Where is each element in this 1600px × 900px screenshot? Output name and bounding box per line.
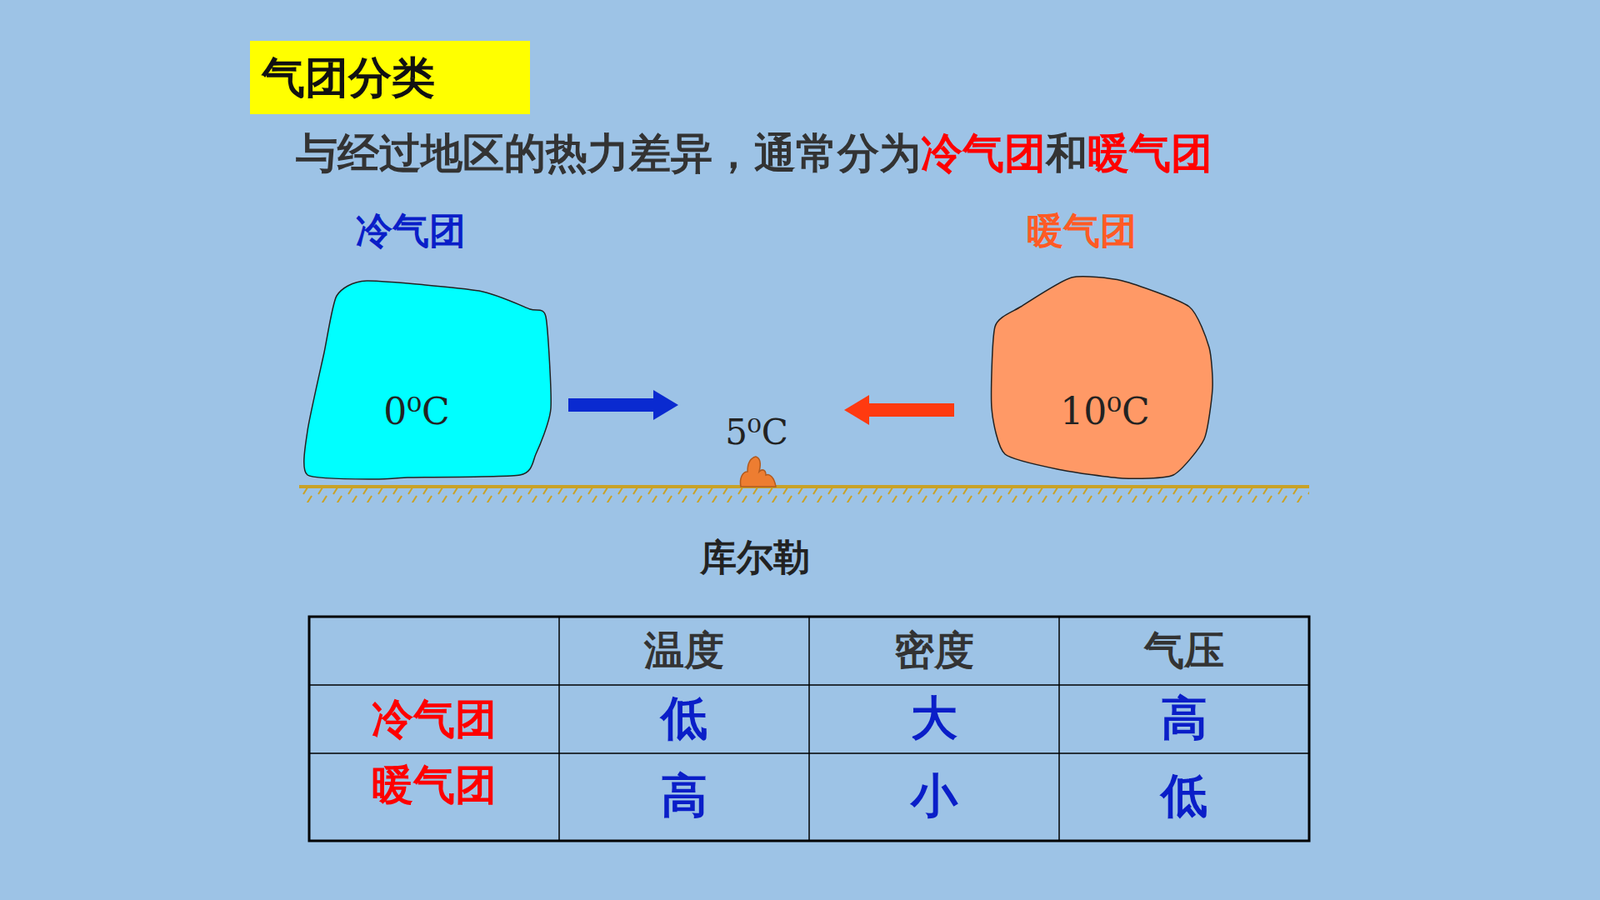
- subtitle-line: 与经过地区的热力差异，通常分为冷气团和暖气团: [295, 125, 1213, 182]
- table-col-line: [558, 616, 560, 841]
- shape-outline: [305, 277, 551, 480]
- table-col-line: [808, 616, 810, 841]
- ground-hatching: [299, 487, 1310, 503]
- subtitle-text: 冷气团: [920, 125, 1046, 182]
- air-mass-heading: 暖气团: [1026, 206, 1137, 256]
- blob-outline: [304, 280, 551, 480]
- temperature-label: 10⁰C: [1060, 390, 1150, 433]
- blob-outline: [991, 276, 1213, 479]
- place-name: 库尔勒: [700, 533, 810, 583]
- temperature-label: 0⁰C: [383, 390, 450, 433]
- subtitle-text: 暖气团: [1087, 125, 1213, 182]
- flame: [740, 456, 776, 487]
- table-header: 温度: [644, 624, 725, 678]
- air-mass-blob: 暖气团10⁰C: [990, 275, 1215, 480]
- ground-line: [299, 485, 1310, 489]
- table-row-header: 暖气团: [371, 757, 497, 814]
- table-cell: 低: [660, 687, 708, 751]
- data-table-grid: [309, 616, 1310, 841]
- table-header: 气压: [1144, 624, 1225, 678]
- temperature-label: 5⁰C: [725, 411, 789, 453]
- subtitle-text: 与经过地区的热力差异，通常分为: [295, 125, 921, 182]
- movement-arrow: [568, 398, 654, 412]
- shape-outline: [990, 275, 1215, 480]
- table-cell: 高: [660, 765, 708, 829]
- movement-arrow: [869, 403, 955, 417]
- fire-site: 5⁰C: [716, 413, 800, 487]
- table-col-line: [1058, 616, 1060, 841]
- air-mass-heading: 冷气团: [355, 206, 466, 256]
- fire-symbol: [740, 456, 776, 487]
- table-header: 密度: [894, 624, 975, 678]
- table-cell: 高: [1160, 687, 1208, 751]
- air-mass-blob: 冷气团0⁰C: [305, 277, 551, 480]
- table-cell: 小: [910, 765, 958, 829]
- table-border: [309, 616, 1310, 841]
- table-cell: 低: [1160, 765, 1208, 829]
- table-cell: 大: [910, 687, 958, 751]
- table-row-header: 冷气团: [371, 691, 497, 748]
- subtitle-text: 和: [1045, 125, 1088, 182]
- title-box: 气团分类: [250, 40, 530, 115]
